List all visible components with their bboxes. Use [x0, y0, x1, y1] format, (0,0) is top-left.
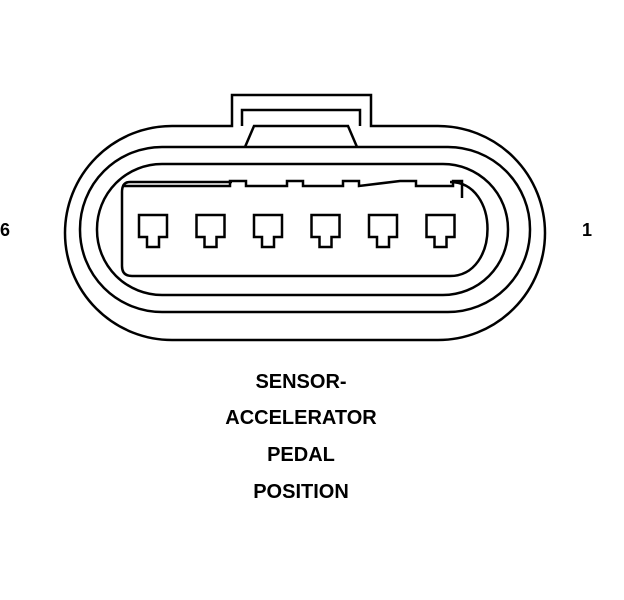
- terminal-pin: [195, 213, 226, 249]
- seal-ring-inner: [95, 162, 510, 297]
- terminal-pin: [310, 213, 341, 249]
- keying-ridge: [122, 179, 464, 198]
- pin-1-label: 1: [582, 220, 593, 240]
- terminal-pin: [367, 213, 399, 249]
- connector-outer-shell: [63, 93, 547, 342]
- seal-ring-outer: [78, 145, 532, 314]
- terminal-cavity: [120, 180, 489, 278]
- terminal-pin: [425, 213, 456, 249]
- latch-ramp: [243, 124, 359, 148]
- caption-line-3: PEDAL: [267, 444, 335, 466]
- pin-6-label: 6: [0, 220, 11, 240]
- terminal-pin: [137, 213, 169, 249]
- terminal-pin: [252, 213, 284, 249]
- caption-line-2: ACCELERATOR: [225, 407, 377, 429]
- caption-line-1: SENSOR-: [255, 371, 347, 393]
- caption-line-4: POSITION: [253, 481, 349, 503]
- latch-tab: [240, 108, 362, 126]
